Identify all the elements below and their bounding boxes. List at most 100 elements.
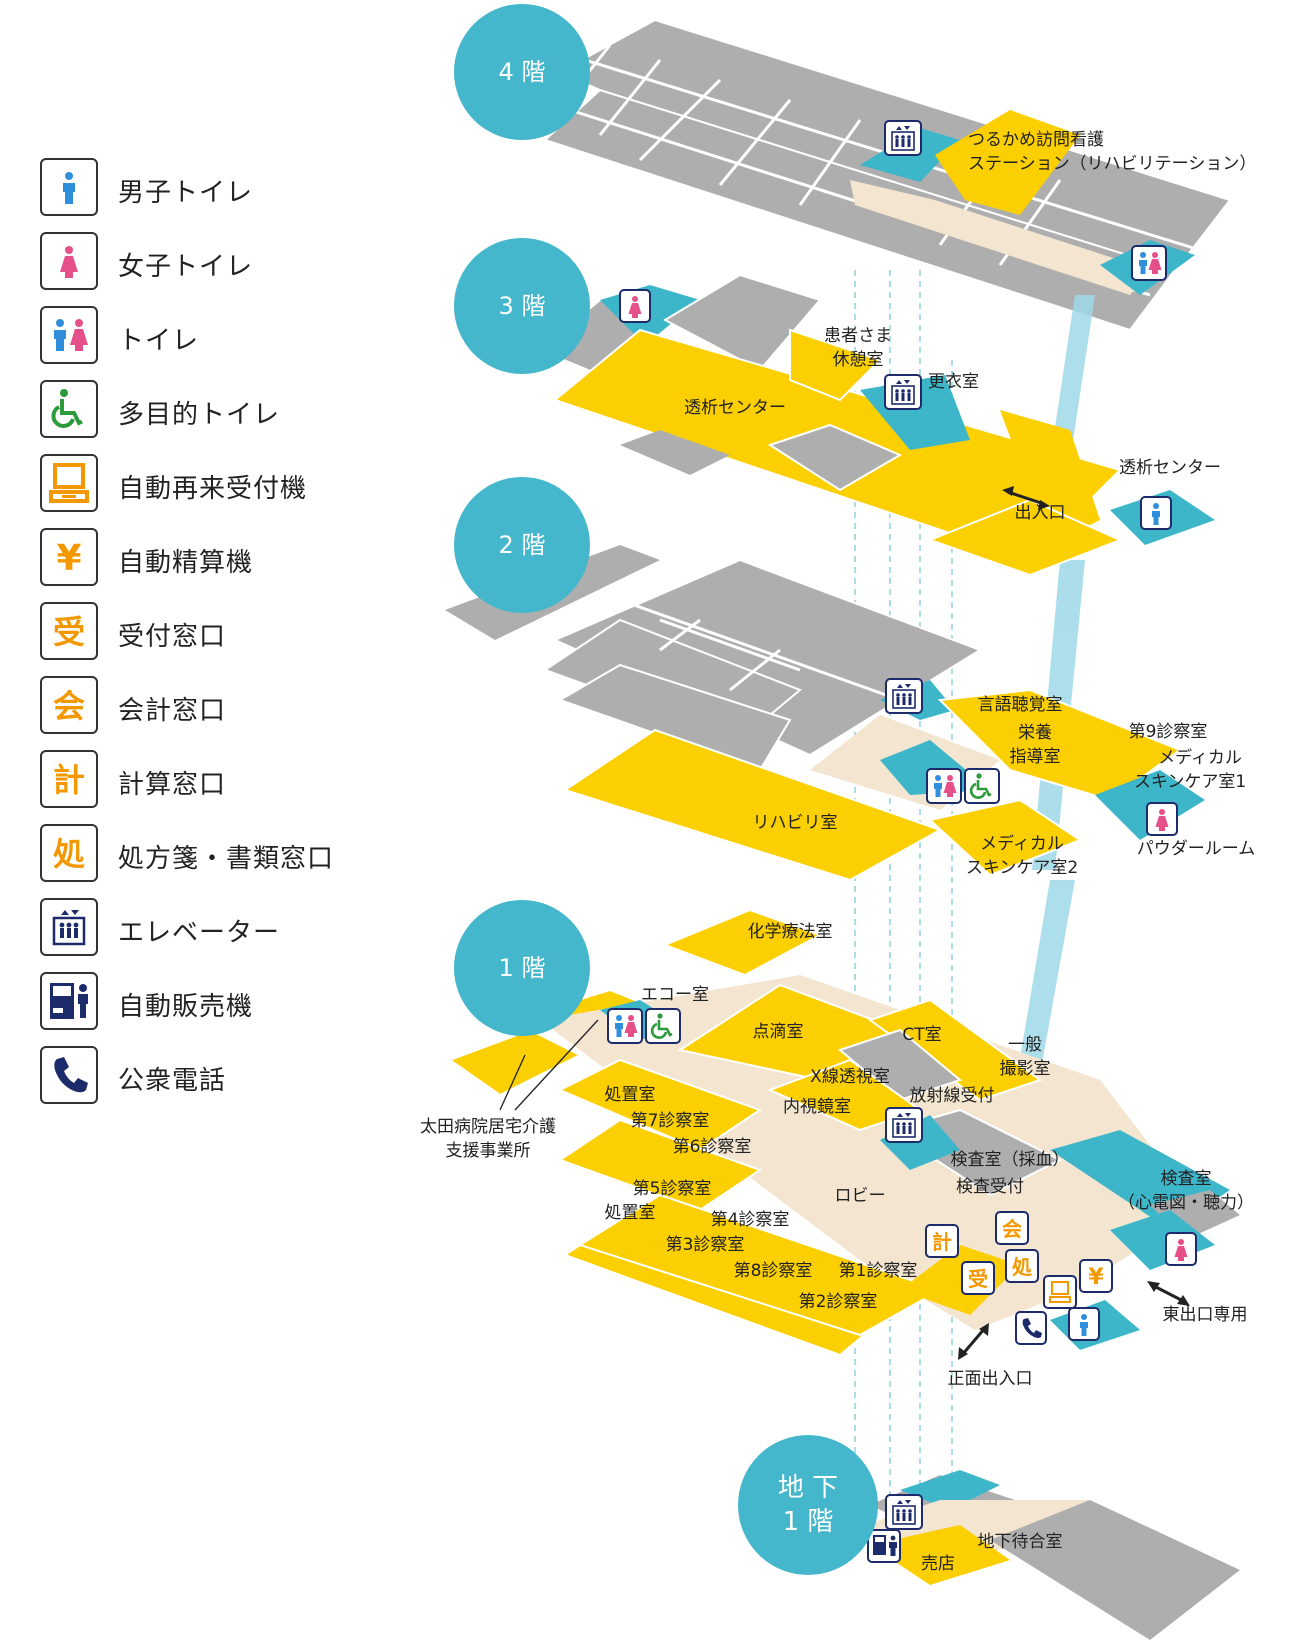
legend-item-auto-payment-machine: ¥ 自動精算機 xyxy=(40,528,370,590)
room-label: 透析センター xyxy=(684,398,786,418)
calculation-window-icon: 計 xyxy=(40,750,98,808)
room-label: 正面出入口 xyxy=(948,1369,1033,1389)
male-toilet-icon xyxy=(40,158,98,216)
toilet-icon xyxy=(40,306,98,364)
room-label: スキンケア室1 xyxy=(1134,772,1246,792)
room-label: 点滴室 xyxy=(753,1022,804,1042)
legend-label: 受付窓口 xyxy=(118,622,227,652)
auto-payment-machine-icon: ¥ xyxy=(1079,1259,1113,1293)
legend-item-reception-window: 受 受付窓口 xyxy=(40,602,370,664)
room-label: 第4診察室 xyxy=(711,1210,790,1230)
accounting-window-icon: 会 xyxy=(995,1211,1029,1245)
prescription-window-icon: 処 xyxy=(40,824,98,882)
legend-label: 女子トイレ xyxy=(118,252,254,282)
room-label: 更衣室 xyxy=(928,372,979,392)
svg-text:4 階: 4 階 xyxy=(499,58,546,86)
legend-label: 計算窓口 xyxy=(118,770,227,800)
legend-item-accounting-window: 会 会計窓口 xyxy=(40,676,370,738)
legend-label: エレベーター xyxy=(118,918,281,948)
legend-item-vending-machine: 自動販売機 xyxy=(40,972,370,1034)
svg-text:2 階: 2 階 xyxy=(499,531,546,559)
floor-3: 患者さま 休憩室 更衣室 透析センター 透析センター 出入口 xyxy=(538,273,1221,577)
room-label: 撮影室 xyxy=(1000,1059,1051,1079)
room-label: X線透視室 xyxy=(810,1067,890,1087)
legend-label: 自動販売機 xyxy=(118,992,254,1022)
room-label: ロビー xyxy=(835,1186,886,1206)
room-label: 第5診察室 xyxy=(633,1179,712,1199)
elevator-guide-lines xyxy=(854,270,953,1510)
svg-text:会: 会 xyxy=(1002,1217,1022,1241)
svg-text:処: 処 xyxy=(1012,1255,1033,1279)
legend-item-public-phone: 公衆電話 xyxy=(40,1046,370,1108)
room-label: 患者さま xyxy=(824,326,892,346)
legend-label: 公衆電話 xyxy=(118,1066,227,1096)
svg-text:地 下: 地 下 xyxy=(778,1473,838,1503)
room-label: 検査室（採血） xyxy=(951,1150,1070,1170)
room-label: 第1診察室 xyxy=(839,1261,918,1281)
room-label: 処置室 xyxy=(605,1085,656,1105)
auto-reception-machine-icon xyxy=(40,454,98,512)
legend-item-prescription-window: 処 処方箋・書類窓口 xyxy=(40,824,370,886)
legend-item-calculation-window: 計 計算窓口 xyxy=(40,750,370,812)
legend-item-female-toilet: 女子トイレ xyxy=(40,232,370,294)
svg-text:計: 計 xyxy=(53,761,85,799)
legend-label: 処方箋・書類窓口 xyxy=(118,844,335,874)
floor-badge-3f: 3 階 xyxy=(454,238,590,374)
reception-window-icon: 受 xyxy=(961,1261,995,1295)
room-label: 栄養 xyxy=(1018,723,1052,743)
elevator-icon xyxy=(40,898,98,956)
room-label: エコー室 xyxy=(641,985,709,1005)
room-label: リハビリ室 xyxy=(753,813,838,833)
legend-label: 会計窓口 xyxy=(118,696,227,726)
room-label: 第8診察室 xyxy=(734,1261,813,1281)
room-label: 化学療法室 xyxy=(748,922,833,942)
vending-machine-icon xyxy=(40,972,98,1030)
legend-label: 男子トイレ xyxy=(118,178,254,208)
room-label: パウダールーム xyxy=(1137,839,1256,859)
room-label: 第2診察室 xyxy=(799,1292,878,1312)
room-label: 検査室 xyxy=(1161,1169,1212,1189)
legend-item-toilet: トイレ xyxy=(40,306,370,368)
room-label: 言語聴覚室 xyxy=(978,695,1063,715)
room-label: 第6診察室 xyxy=(673,1137,752,1157)
svg-text:受: 受 xyxy=(53,613,85,651)
room-label: CT室 xyxy=(902,1025,941,1045)
svg-text:1 階: 1 階 xyxy=(499,954,546,982)
floor-4: つるかめ訪問看護 ステーション（リハビリテーション） xyxy=(543,18,1256,332)
legend-item-male-toilet: 男子トイレ xyxy=(40,158,370,220)
room-label: 地下待合室 xyxy=(978,1532,1063,1552)
legend-label: トイレ xyxy=(118,326,200,356)
svg-text:処: 処 xyxy=(53,835,85,873)
svg-text:¥: ¥ xyxy=(1088,1265,1104,1290)
prescription-window-icon: 処 xyxy=(1005,1249,1039,1283)
legend-item-accessible-toilet: 多目的トイレ xyxy=(40,380,370,442)
auto-reception-machine-icon xyxy=(1043,1275,1077,1309)
legend-label: 自動精算機 xyxy=(118,548,254,578)
floor-2: 言語聴覚室 栄養 指導室 第9診察室 メディカル スキンケア室1 リハビリ室 メ… xyxy=(445,545,1256,882)
public-phone-icon xyxy=(40,1046,98,1104)
floor-badge-1f: 1 階 xyxy=(454,900,590,1036)
legend-item-elevator: エレベーター xyxy=(40,898,370,960)
legend-item-auto-reception-machine: 自動再来受付機 xyxy=(40,454,370,516)
calculation-window-icon: 計 xyxy=(925,1224,959,1258)
female-toilet-icon xyxy=(40,232,98,290)
svg-text:¥: ¥ xyxy=(56,538,81,579)
floor-b1: 地下待合室 売店 xyxy=(850,1470,1240,1640)
room-label: メディカル xyxy=(1158,747,1242,768)
room-label: 第3診察室 xyxy=(666,1235,745,1255)
floor-badge-2f: 2 階 xyxy=(454,477,590,613)
room-label: 透析センター xyxy=(1119,458,1221,478)
reception-window-icon: 受 xyxy=(40,602,98,660)
room-label: 内視鏡室 xyxy=(783,1097,851,1117)
floor-1: 計 会 処 受 ¥ xyxy=(420,908,1254,1389)
svg-text:受: 受 xyxy=(968,1267,988,1291)
room-label: 放射線受付 xyxy=(910,1086,995,1106)
room-label: スキンケア室2 xyxy=(966,858,1078,878)
room-label: 売店 xyxy=(921,1554,955,1574)
accessible-toilet-icon xyxy=(40,380,98,438)
room-label: （心電図・聴力） xyxy=(1118,1193,1254,1213)
room-label: 処置室 xyxy=(605,1203,656,1223)
svg-text:1 階: 1 階 xyxy=(783,1507,834,1537)
room-label: 東出口専用 xyxy=(1163,1305,1248,1325)
